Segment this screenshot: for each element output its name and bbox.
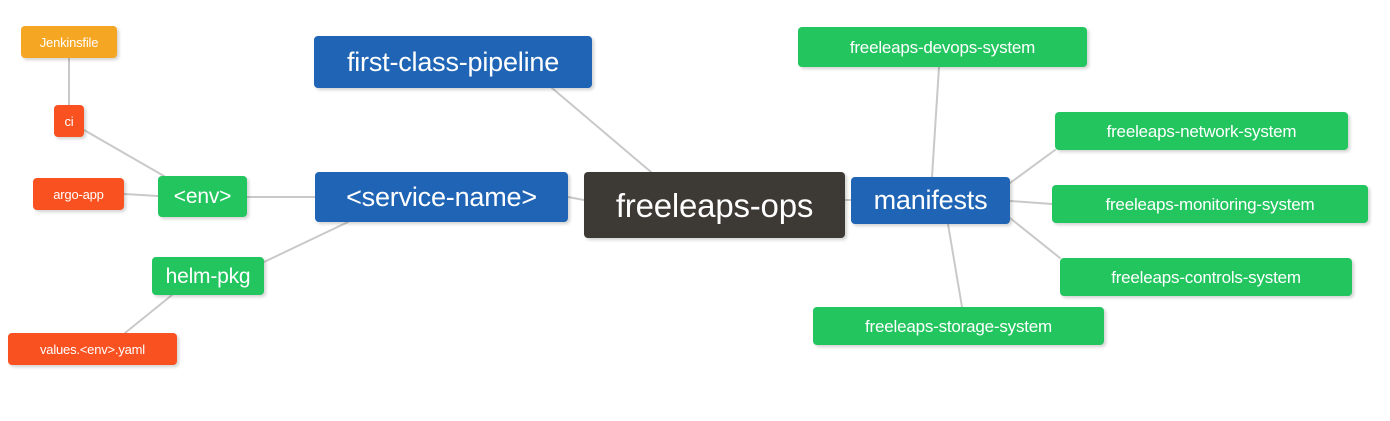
- node-label: Jenkinsfile: [39, 34, 99, 50]
- node-label: <service-name>: [346, 181, 537, 212]
- node-freeleaps-ops[interactable]: freeleaps-ops: [584, 172, 845, 238]
- node-values-env-yaml[interactable]: values.<env>.yaml: [8, 333, 177, 365]
- edge-manifests-to-freeleaps-controls-system: [1009, 217, 1061, 259]
- node-label: ci: [64, 113, 74, 129]
- edge-manifests-to-freeleaps-devops-system: [931, 66, 940, 178]
- node-label: argo-app: [53, 186, 104, 202]
- node-first-class-pipeline[interactable]: first-class-pipeline: [314, 36, 592, 88]
- edge-manifests-to-freeleaps-storage-system: [947, 223, 963, 308]
- node-freeleaps-controls-system[interactable]: freeleaps-controls-system: [1060, 258, 1352, 296]
- node-freeleaps-devops-system[interactable]: freeleaps-devops-system: [798, 27, 1087, 67]
- node-label: freeleaps-storage-system: [865, 316, 1052, 336]
- node-helm-pkg[interactable]: helm-pkg: [152, 257, 264, 295]
- node-label: freeleaps-network-system: [1106, 121, 1297, 141]
- edge-manifests-to-freeleaps-network-system: [1009, 149, 1056, 184]
- node-manifests[interactable]: manifests: [851, 177, 1010, 224]
- edge-argo-app-to-env: [123, 193, 159, 197]
- node-label: helm-pkg: [165, 264, 251, 288]
- node-service-name[interactable]: <service-name>: [315, 172, 568, 222]
- edge-helm-pkg-to-values-env-yaml: [124, 294, 173, 334]
- node-argo-app[interactable]: argo-app: [33, 178, 124, 210]
- node-label: values.<env>.yaml: [40, 341, 145, 357]
- node-label: <env>: [173, 185, 232, 208]
- edge-first-class-pipeline-to-freeleaps-ops: [551, 87, 652, 173]
- node-env[interactable]: <env>: [158, 176, 247, 217]
- node-freeleaps-storage-system[interactable]: freeleaps-storage-system: [813, 307, 1104, 345]
- node-label: freeleaps-ops: [615, 186, 814, 224]
- node-label: freeleaps-controls-system: [1111, 267, 1301, 287]
- node-label: manifests: [873, 185, 988, 215]
- edge-manifests-to-freeleaps-monitoring-system: [1009, 200, 1053, 205]
- node-freeleaps-monitoring-system[interactable]: freeleaps-monitoring-system: [1052, 185, 1368, 223]
- node-label: freeleaps-monitoring-system: [1105, 194, 1315, 214]
- node-ci[interactable]: ci: [54, 105, 84, 137]
- node-label: first-class-pipeline: [346, 46, 560, 77]
- node-freeleaps-network-system[interactable]: freeleaps-network-system: [1055, 112, 1348, 150]
- edge-service-name-to-helm-pkg: [263, 221, 349, 263]
- node-label: freeleaps-devops-system: [849, 37, 1036, 57]
- edge-ci-to-env: [83, 129, 165, 177]
- edge-service-name-to-freeleaps-ops: [567, 196, 585, 201]
- node-jenkinsfile[interactable]: Jenkinsfile: [21, 26, 117, 58]
